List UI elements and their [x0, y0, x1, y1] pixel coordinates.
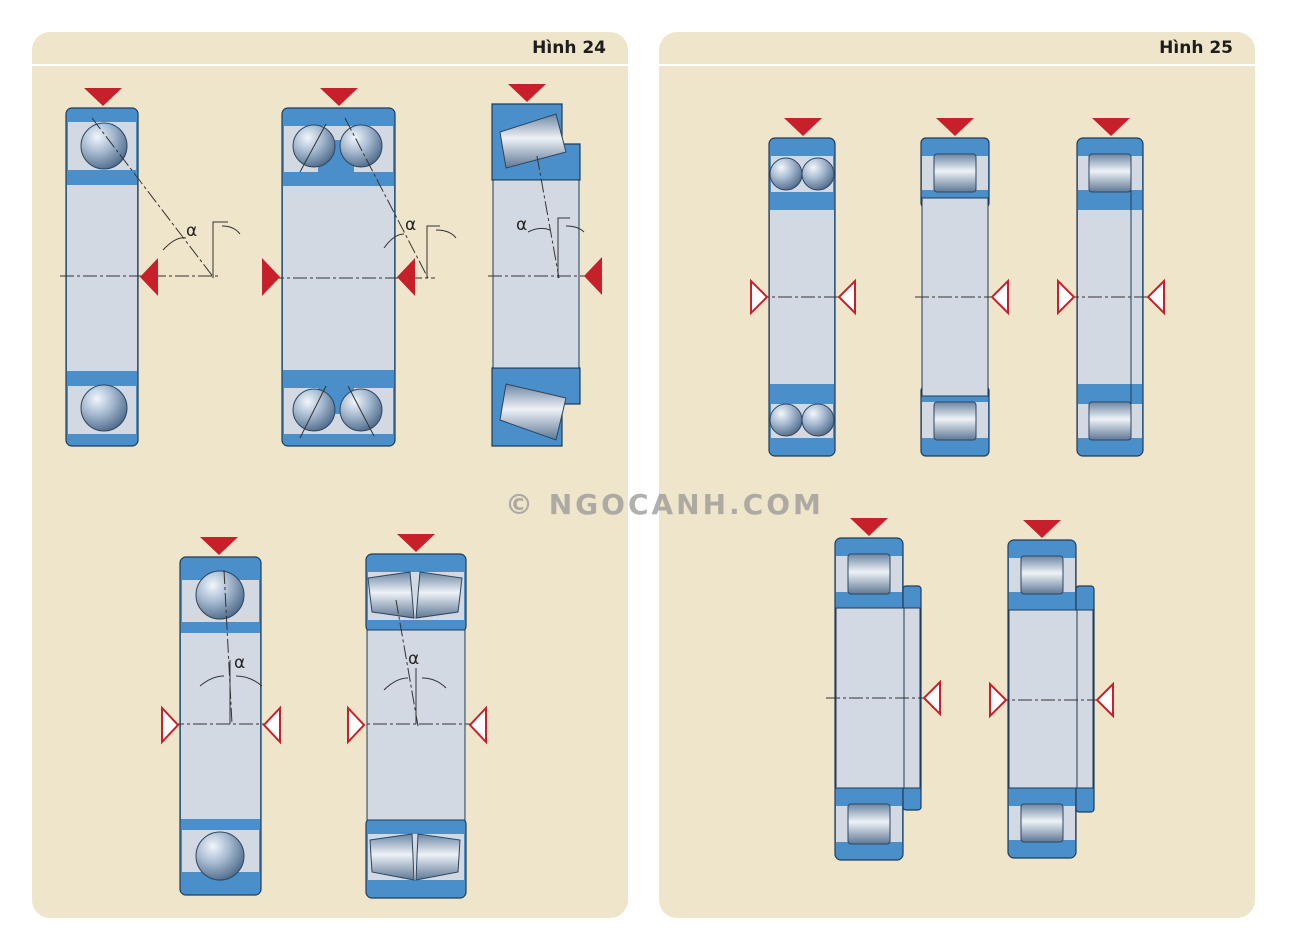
bearing-cylindrical-roller-nup [989, 520, 1114, 859]
watermark-text: © NGOCANH.COM [505, 488, 824, 521]
bearing-angular-contact-single [60, 88, 241, 447]
alpha-label: α [408, 649, 419, 669]
bearing-four-point-contact [161, 537, 281, 896]
figure-24-header: Hình 24 [32, 32, 628, 66]
alpha-label: α [234, 653, 245, 673]
bearing-cylindrical-roller-nu [915, 118, 1009, 457]
alpha-label: α [516, 215, 527, 235]
alpha-label: α [186, 221, 197, 241]
bearing-self-aligning-ball [750, 118, 856, 457]
bearing-angular-contact-double [262, 88, 457, 447]
figure-25-header: Hình 25 [659, 32, 1255, 66]
bearing-tapered-roller [488, 84, 602, 447]
figure-24-title: Hình 24 [532, 38, 606, 58]
bearing-spherical-roller [347, 534, 487, 899]
alpha-label: α [405, 215, 416, 235]
figure-25-title: Hình 25 [1159, 38, 1233, 58]
bearing-cylindrical-roller-l-ring [826, 518, 941, 861]
bearing-cylindrical-roller-nj [1057, 118, 1165, 457]
